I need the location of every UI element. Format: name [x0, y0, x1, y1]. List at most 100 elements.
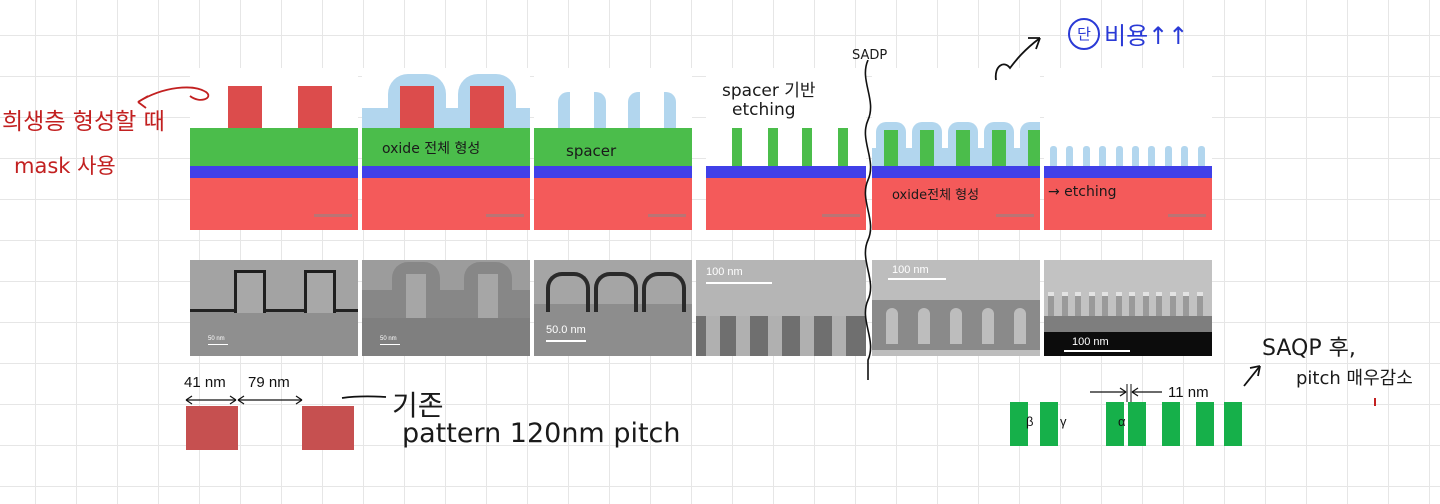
mandrel-line [298, 86, 332, 128]
sem-substrate [362, 318, 530, 356]
sem-line [234, 270, 266, 313]
schematic-panel-oxide-deposition [362, 68, 530, 230]
mandrel-line [470, 86, 504, 128]
schematic-panel-mandrel [190, 68, 358, 230]
sem-image-spacer: 50.0 nm [534, 260, 692, 356]
green-fin [732, 128, 742, 166]
fine-fin [1066, 146, 1074, 166]
label-beta: β [1026, 414, 1034, 429]
arrow-up-right-icon [994, 37, 1041, 81]
sem-fin [768, 316, 782, 356]
annotation-oxide-full-1: oxide 전체 형성 [382, 141, 481, 157]
sem-image-oxide-fins: 100 nm [872, 260, 1040, 356]
mandrel-line [400, 86, 434, 128]
blue-layer [872, 166, 1040, 178]
sem-fine-fin-row [1048, 292, 1212, 316]
annotation-etching-2: → etching [1048, 184, 1117, 200]
sem-image-mandrel: 50 nm [190, 260, 358, 356]
substrate-layer [362, 178, 530, 230]
sem-fine-fin [1129, 292, 1135, 316]
annotation-mask-use: mask 사용 [14, 154, 116, 178]
green-layer [362, 128, 530, 166]
sem-fine-fin [1102, 292, 1108, 316]
sem-spacer-pair [546, 272, 590, 312]
sem-fine-fin [1183, 292, 1189, 316]
green-fin [956, 130, 970, 166]
sem-gap [950, 308, 962, 344]
annotation-etching-1: etching [732, 100, 796, 120]
sem-scale-label: 50 nm [208, 336, 225, 342]
fine-fin [1197, 146, 1205, 166]
red-mark [1374, 398, 1376, 406]
sem-fine-fin [1142, 292, 1149, 316]
sem-substrate [534, 304, 692, 356]
green-fin [884, 130, 898, 166]
sem-fin [800, 316, 814, 356]
annotation-sacrificial-layer: 희생층 형성할 때 [2, 109, 165, 135]
sem-fine-fin [1048, 292, 1054, 316]
sem-mid-layer [1044, 316, 1212, 332]
sem-gap [886, 308, 898, 344]
sem-scale-label: 100 nm [706, 266, 743, 278]
dimension-small-gap: 11 nm [1168, 384, 1209, 401]
sem-scale-label: 50 nm [380, 336, 397, 342]
dimension-line-space: 79 nm [248, 374, 290, 391]
substrate-layer [190, 178, 358, 230]
sem-scale-bar [1064, 350, 1130, 352]
cost-badge: 단 [1068, 18, 1100, 50]
blue-layer [1044, 166, 1212, 178]
watermark [648, 214, 686, 217]
fine-fin [1181, 146, 1189, 166]
saqp-line [1040, 402, 1058, 446]
sem-fine-fin [1075, 292, 1081, 316]
sem-fin [736, 316, 750, 356]
fine-fin [1050, 146, 1057, 166]
fine-fin-row [1044, 146, 1212, 166]
saqp-line [1128, 402, 1146, 446]
green-fin [920, 130, 934, 166]
sem-gap [918, 308, 930, 344]
sem-scale-label: 50.0 nm [546, 324, 586, 336]
sadp-divider-line [864, 60, 872, 380]
mandrel-line [228, 86, 262, 128]
sem-spacer-pair [642, 272, 686, 312]
dimension-line-width: 41 nm [184, 374, 226, 391]
sem-row: 50 nm 50 nm 50.0 nm 100 nm [190, 260, 1212, 356]
schematic-panel-spacer-etching [706, 68, 866, 230]
green-layer [190, 128, 358, 166]
spacer [628, 92, 640, 128]
arrow-to-mandrel-icon [137, 86, 210, 109]
sem-substrate [1044, 332, 1212, 356]
sem-line [304, 270, 336, 313]
annotation-oxide-full-2: oxide전체 형성 [892, 188, 980, 203]
green-fin [768, 128, 778, 166]
dash-line-icon [341, 395, 387, 399]
substrate-layer [1044, 178, 1212, 230]
sem-scale-bar [208, 344, 228, 345]
watermark [822, 214, 860, 217]
schematic-row [190, 68, 1212, 230]
fine-fin [1099, 146, 1107, 166]
sem-fine-fin [1115, 292, 1122, 316]
annotation-spacer: spacer [566, 142, 617, 160]
substrate-layer [706, 178, 866, 230]
annotation-reference: 기존 [392, 389, 444, 422]
annotation-after-saqp: SAQP 후, [1262, 336, 1356, 361]
substrate-layer [534, 178, 692, 230]
schematic-panel-final-etching [1044, 68, 1212, 230]
sem-spacer-pair [594, 272, 638, 312]
saqp-line [1162, 402, 1180, 446]
watermark [1168, 214, 1206, 217]
sem-image-final: 100 nm [1044, 260, 1212, 356]
green-fin [1028, 130, 1040, 166]
sem-image-etched: 100 nm [696, 260, 866, 356]
sem-fine-fin [1061, 292, 1068, 316]
watermark [996, 214, 1034, 217]
annotation-pattern-pitch: pattern 120nm pitch [402, 418, 681, 449]
saqp-pattern [1010, 402, 1242, 446]
schematic-panel-spacer [534, 68, 692, 230]
blue-layer [706, 166, 866, 178]
watermark [314, 214, 352, 217]
fine-fin [1115, 146, 1123, 166]
green-fin [992, 130, 1006, 166]
